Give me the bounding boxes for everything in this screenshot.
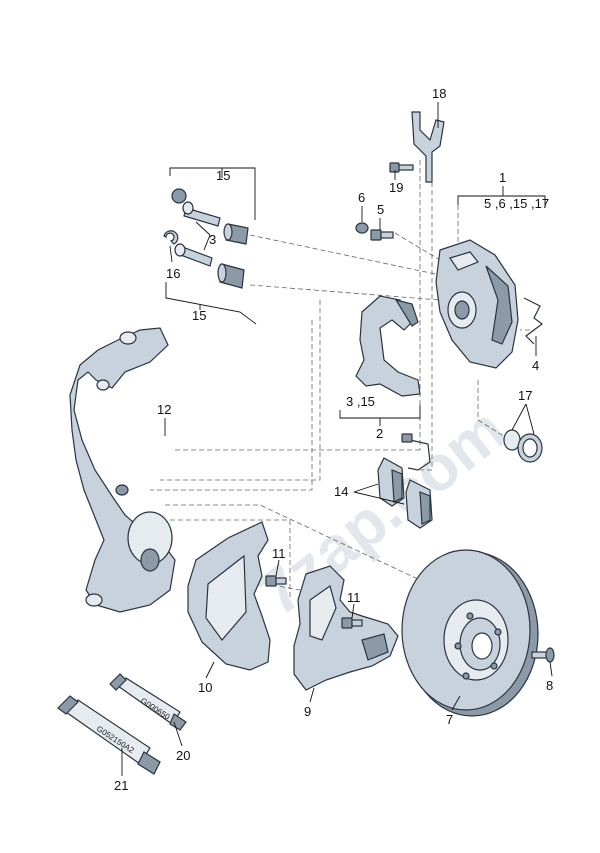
callout-12: 12 [157,402,171,417]
callout-4: 4 [532,358,539,373]
seal-rings-part-17 [503,429,543,463]
callout-20: 20 [176,748,190,763]
steering-knuckle [69,327,176,613]
guide-pin-lower [174,243,213,267]
callout-6: 6 [358,190,365,205]
callout-8: 8 [546,678,553,693]
callout-2: 2 [376,426,383,441]
bolt-part-11-left [265,575,287,587]
bracket-part-18 [411,111,445,183]
callout-16: 16 [166,266,180,281]
callout-5: 5 [377,202,384,217]
grease-tube-part-21: G052150A2 [57,695,161,775]
brake-caliper [435,239,519,369]
callout-15-upper: 15 [216,168,230,183]
callout-21: 21 [114,778,128,793]
callouts: 18 19 6 5 1 5 ,6 ,15 ,17 15 3 16 15 3 ,1… [114,86,553,793]
boot-lower [217,263,245,289]
callout-10: 10 [198,680,212,695]
leader-lines [121,102,553,776]
callout-1: 1 [499,170,506,185]
bolt-part-19 [389,162,414,173]
callout-15-lower: 15 [192,308,206,323]
spring-clip-part-4 [523,297,543,345]
splash-shield-part-10 [187,521,271,671]
screw-part-8 [531,647,555,663]
callout-18: 18 [432,86,446,101]
callout-7: 7 [446,712,453,727]
callout-11-left: 11 [272,546,286,561]
callout-3: 3 [209,232,216,247]
clip-part-16 [163,230,179,245]
callout-17: 17 [518,388,532,403]
callout-9: 9 [304,704,311,719]
bolt-part-5 [370,229,394,241]
bolt-part-11-right [341,617,363,629]
grease-tube-part-20: G000650 [109,673,187,731]
boot-upper [223,223,249,245]
callout-1-sub: 5 ,6 ,15 ,17 [484,196,549,211]
caliper-carrier [355,295,421,397]
callout-11-right: 11 [347,590,361,605]
callout-14: 14 [334,484,348,499]
wear-sensor-wire [401,433,431,471]
callout-2-sub: 3 ,15 [346,394,375,409]
guide-pin-upper [171,188,221,227]
brake-pads-part-14 [377,457,433,529]
brake-disc-part-7 [401,549,539,717]
cap-part-6 [355,222,369,234]
callout-19: 19 [389,180,403,195]
